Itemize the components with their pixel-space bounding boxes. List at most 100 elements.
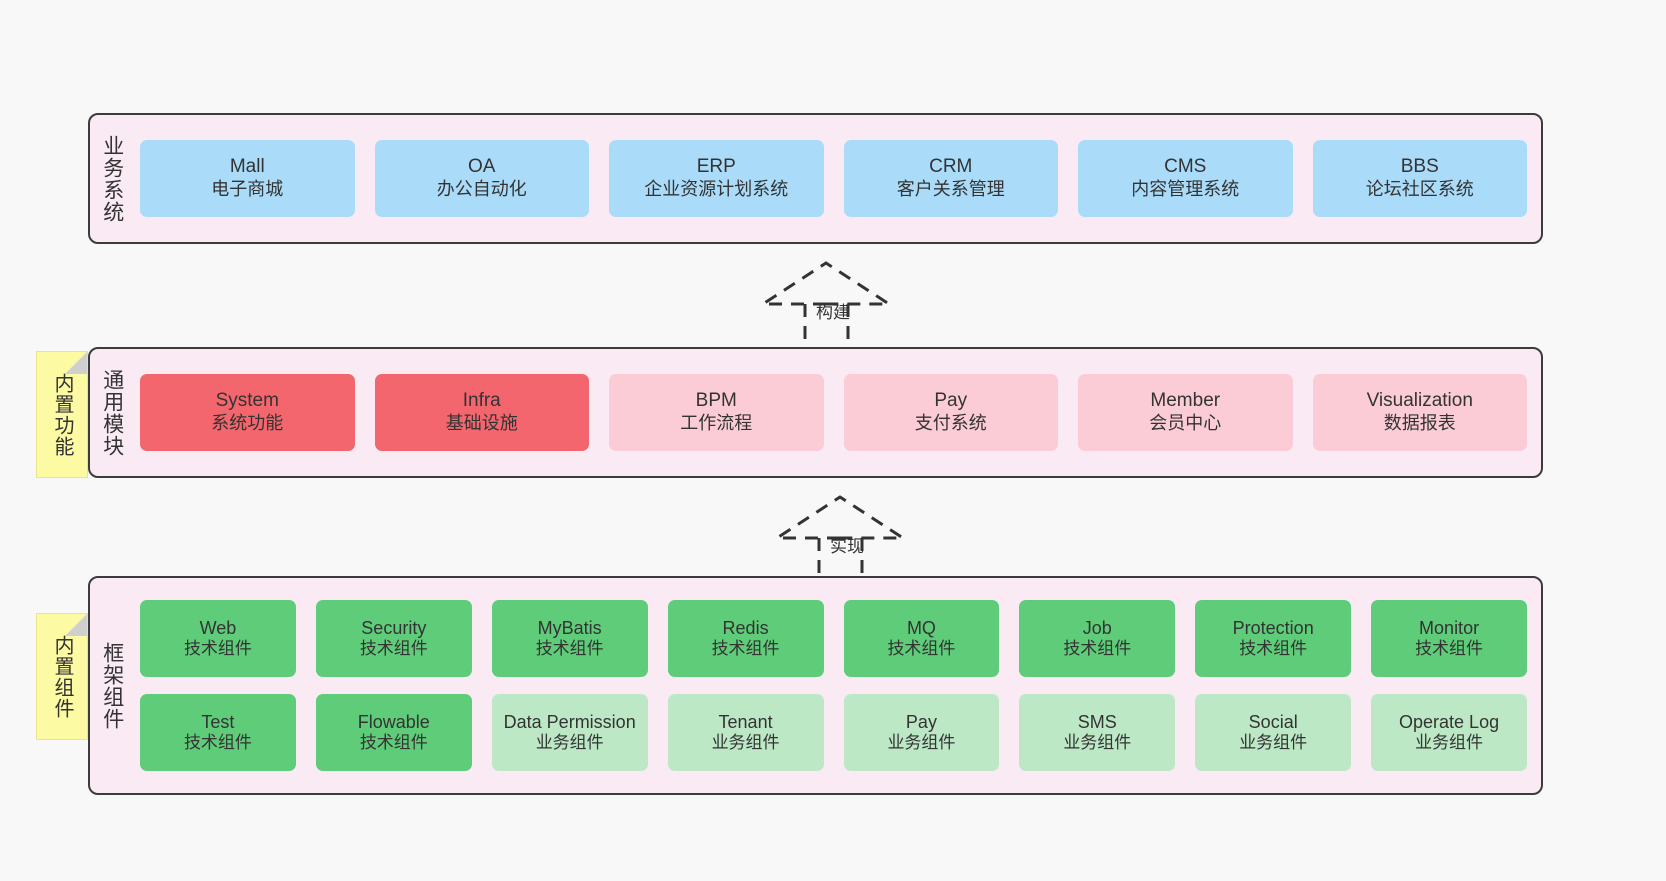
module-box-security[interactable]: Security 技术组件 — [315, 600, 472, 677]
module-row: Mall 电子商城 OA 办公自动化 ERP 企业资源计划系统 CRM 客户关系… — [140, 140, 1527, 217]
module-box-data-permission[interactable]: Data Permission 业务组件 — [491, 694, 648, 771]
module-title-cn: 技术组件 — [1239, 639, 1308, 659]
module-box-sms[interactable]: SMS 业务组件 — [1019, 694, 1176, 771]
sticky-note-builtin-function: 内置功能 — [36, 351, 88, 478]
module-box-redis[interactable]: Redis 技术组件 — [667, 600, 824, 677]
module-title-cn: 业务组件 — [535, 733, 604, 753]
module-title-en: Redis — [722, 617, 769, 638]
sticky-note-label: 内置功能 — [51, 372, 73, 457]
module-title-cn: 技术组件 — [359, 639, 428, 659]
module-box-cms[interactable]: CMS 内容管理系统 — [1078, 140, 1293, 217]
module-title-cn: 技术组件 — [535, 639, 604, 659]
layer-panel-framework-component: 框架组件 Web 技术组件 Security 技术组件 MyBatis 技术组件… — [88, 576, 1543, 795]
module-box-test[interactable]: Test 技术组件 — [140, 694, 296, 771]
module-title-cn: 技术组件 — [183, 639, 252, 659]
layer-panel-common-module: 通用模块 System 系统功能 Infra 基础设施 BPM 工作流程 Pay… — [88, 347, 1543, 478]
module-title-cn: 技术组件 — [887, 639, 956, 659]
module-title-en: Social — [1248, 711, 1298, 732]
module-box-protection[interactable]: Protection 技术组件 — [1195, 600, 1352, 677]
module-title-en: Data Permission — [503, 711, 636, 732]
module-row: Test 技术组件 Flowable 技术组件 Data Permission … — [140, 694, 1527, 771]
module-row: System 系统功能 Infra 基础设施 BPM 工作流程 Pay 支付系统… — [140, 374, 1527, 451]
module-title-cn: 论坛社区系统 — [1365, 179, 1474, 200]
module-box-job[interactable]: Job 技术组件 — [1019, 600, 1176, 677]
module-title-cn: 技术组件 — [183, 733, 252, 753]
module-title-en: Member — [1150, 390, 1221, 412]
sticky-note-label: 内置组件 — [51, 634, 73, 719]
module-box-member[interactable]: Member 会员中心 — [1078, 374, 1293, 451]
module-box-visualization[interactable]: Visualization 数据报表 — [1312, 374, 1527, 451]
module-title-cn: 会员中心 — [1149, 413, 1222, 434]
layer-title-framework-component: 框架组件 — [100, 641, 124, 730]
module-title-en: Flowable — [357, 711, 430, 732]
module-title-en: MyBatis — [537, 617, 602, 638]
module-title-en: Operate Log — [1399, 711, 1500, 732]
module-box-erp[interactable]: ERP 企业资源计划系统 — [609, 140, 824, 217]
module-title-en: BBS — [1400, 156, 1439, 178]
module-title-en: Pay — [934, 390, 968, 412]
module-title-cn: 客户关系管理 — [896, 179, 1005, 200]
layer-body-framework-component: Web 技术组件 Security 技术组件 MyBatis 技术组件 Redi… — [134, 578, 1541, 793]
module-title-en: CMS — [1164, 156, 1207, 178]
module-title-en: Web — [199, 617, 237, 638]
module-box-bbs[interactable]: BBS 论坛社区系统 — [1312, 140, 1527, 217]
module-box-infra[interactable]: Infra 基础设施 — [374, 374, 589, 451]
layer-title-business-system: 业务系统 — [100, 134, 124, 223]
module-title-cn: 系统功能 — [211, 413, 284, 434]
module-box-crm[interactable]: CRM 客户关系管理 — [843, 140, 1058, 217]
module-title-cn: 技术组件 — [1063, 639, 1132, 659]
module-box-bpm[interactable]: BPM 工作流程 — [609, 374, 824, 451]
module-title-en: System — [215, 390, 279, 412]
module-title-en: SMS — [1077, 711, 1117, 732]
module-title-en: BPM — [695, 390, 737, 412]
module-title-en: Visualization — [1366, 390, 1473, 412]
layer-panel-business-system: 业务系统 Mall 电子商城 OA 办公自动化 ERP 企业资源计划系统 CRM… — [88, 113, 1543, 244]
module-box-system[interactable]: System 系统功能 — [140, 374, 355, 451]
module-title-cn: 技术组件 — [359, 733, 428, 753]
module-box-monitor[interactable]: Monitor 技术组件 — [1371, 600, 1527, 677]
module-title-en: Job — [1082, 617, 1112, 638]
module-title-en: Protection — [1232, 617, 1314, 638]
module-title-en: ERP — [696, 156, 736, 178]
layer-body-common-module: System 系统功能 Infra 基础设施 BPM 工作流程 Pay 支付系统… — [134, 349, 1541, 476]
module-title-en: Pay — [905, 711, 937, 732]
module-title-en: Infra — [462, 390, 501, 412]
module-box-social[interactable]: Social 业务组件 — [1195, 694, 1352, 771]
module-title-en: Tenant — [718, 711, 773, 732]
module-title-cn: 技术组件 — [1415, 639, 1484, 659]
module-title-cn: 业务组件 — [1239, 733, 1308, 753]
module-box-mall[interactable]: Mall 电子商城 — [140, 140, 355, 217]
module-title-cn: 内容管理系统 — [1131, 179, 1240, 200]
module-title-cn: 业务组件 — [711, 733, 780, 753]
module-box-flowable[interactable]: Flowable 技术组件 — [315, 694, 472, 771]
module-title-cn: 业务组件 — [1063, 733, 1132, 753]
connector-build-label: 构建 — [816, 303, 850, 322]
module-box-pay-component[interactable]: Pay 业务组件 — [843, 694, 1000, 771]
module-title-cn: 工作流程 — [680, 413, 753, 434]
module-title-en: CRM — [929, 156, 973, 178]
module-title-en: Monitor — [1419, 617, 1480, 638]
module-box-pay[interactable]: Pay 支付系统 — [843, 374, 1058, 451]
module-title-en: MQ — [906, 617, 936, 638]
module-title-cn: 业务组件 — [1415, 733, 1484, 753]
module-box-tenant[interactable]: Tenant 业务组件 — [667, 694, 824, 771]
layer-title-common-module: 通用模块 — [100, 368, 124, 457]
module-title-cn: 业务组件 — [887, 733, 956, 753]
module-box-web[interactable]: Web 技术组件 — [140, 600, 296, 677]
module-title-cn: 技术组件 — [711, 639, 780, 659]
module-box-operate-log[interactable]: Operate Log 业务组件 — [1371, 694, 1527, 771]
module-title-en: Mall — [229, 156, 265, 178]
module-box-oa[interactable]: OA 办公自动化 — [374, 140, 589, 217]
connector-implement-label: 实现 — [830, 537, 864, 556]
module-title-en: Test — [201, 711, 235, 732]
module-row: Web 技术组件 Security 技术组件 MyBatis 技术组件 Redi… — [140, 600, 1527, 677]
sticky-note-builtin-component: 内置组件 — [36, 613, 88, 740]
module-title-en: Security — [361, 617, 427, 638]
module-box-mybatis[interactable]: MyBatis 技术组件 — [491, 600, 648, 677]
module-title-cn: 电子商城 — [211, 179, 284, 200]
module-title-cn: 办公自动化 — [436, 179, 527, 200]
module-title-cn: 数据报表 — [1383, 413, 1456, 434]
module-title-en: OA — [468, 156, 496, 178]
module-title-cn: 支付系统 — [914, 413, 987, 434]
module-box-mq[interactable]: MQ 技术组件 — [843, 600, 1000, 677]
